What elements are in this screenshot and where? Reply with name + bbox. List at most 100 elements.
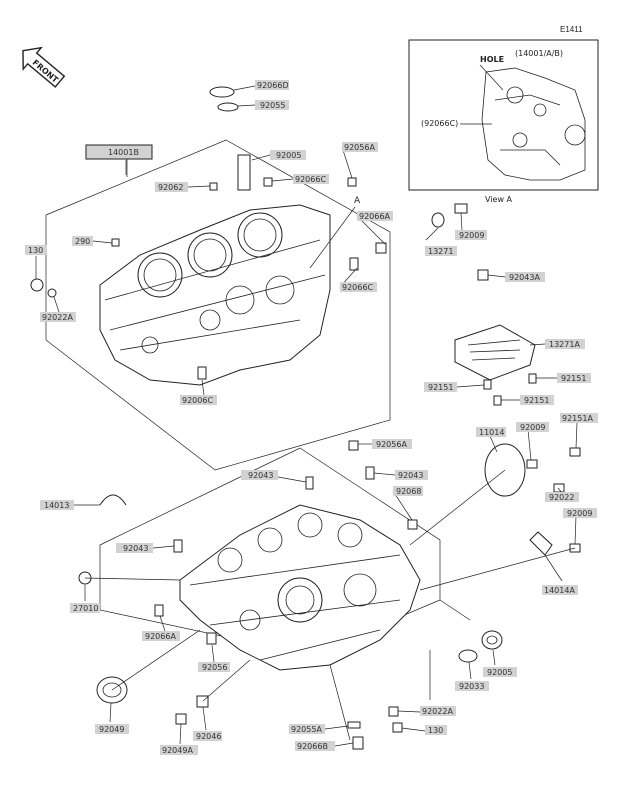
label-92022[interactable]: 92022 bbox=[545, 492, 579, 502]
label-92009-1[interactable]: 92009 bbox=[455, 230, 487, 240]
view-inner-label: (92066C) bbox=[421, 119, 458, 128]
label-92033[interactable]: 92033 bbox=[455, 681, 489, 691]
label-92009-3[interactable]: 92009 bbox=[563, 508, 597, 518]
label-92151-3[interactable]: 92151 bbox=[520, 395, 554, 405]
label-92043a[interactable]: 92043A bbox=[505, 272, 545, 282]
svg-text:92049A: 92049A bbox=[162, 746, 193, 755]
diagram-id: E1411 bbox=[560, 25, 583, 34]
label-130-2[interactable]: 130 bbox=[425, 725, 447, 735]
label-92022a-2[interactable]: 92022A bbox=[420, 706, 456, 716]
view-a-caption: View A bbox=[485, 195, 513, 204]
label-92066a-2[interactable]: 92066A bbox=[142, 631, 180, 641]
label-92022a-1[interactable]: 92022A bbox=[40, 312, 76, 322]
label-14013[interactable]: 14013 bbox=[40, 500, 74, 510]
svg-text:92022A: 92022A bbox=[422, 707, 453, 716]
label-92151a[interactable]: 92151A bbox=[560, 413, 598, 423]
oil-seal-2 bbox=[481, 630, 503, 650]
label-92049a[interactable]: 92049A bbox=[160, 745, 198, 755]
label-92066c-2[interactable]: 92066C bbox=[340, 282, 377, 292]
breather-cover bbox=[454, 324, 536, 381]
label-92056[interactable]: 92056 bbox=[198, 662, 230, 672]
svg-text:130: 130 bbox=[28, 246, 43, 255]
svg-text:92056A: 92056A bbox=[344, 143, 375, 152]
label-13271a[interactable]: 13271A bbox=[545, 339, 585, 349]
svg-text:13271A: 13271A bbox=[549, 340, 580, 349]
svg-text:92043A: 92043A bbox=[509, 273, 540, 282]
svg-text:92009: 92009 bbox=[520, 423, 545, 432]
svg-text:92055A: 92055A bbox=[291, 725, 322, 734]
label-13271[interactable]: 13271 bbox=[425, 246, 457, 256]
svg-text:92022A: 92022A bbox=[42, 313, 73, 322]
svg-text:92005: 92005 bbox=[276, 151, 301, 160]
view-hole-label: HOLE bbox=[480, 55, 504, 64]
label-14001b[interactable]: 14001B bbox=[85, 144, 153, 160]
label-92066d[interactable]: 92066D bbox=[255, 80, 289, 90]
label-92066a-1[interactable]: 92066A bbox=[357, 211, 393, 221]
label-92066b[interactable]: 92066B bbox=[295, 741, 335, 751]
svg-text:11014: 11014 bbox=[479, 428, 504, 437]
svg-text:92151: 92151 bbox=[524, 396, 549, 405]
svg-text:92033: 92033 bbox=[459, 682, 484, 691]
svg-text:92005: 92005 bbox=[487, 668, 512, 677]
svg-text:92066B: 92066B bbox=[297, 742, 328, 751]
svg-text:27010: 27010 bbox=[73, 604, 98, 613]
svg-text:92043: 92043 bbox=[123, 544, 148, 553]
view-a-crankcase-detail bbox=[481, 67, 586, 181]
svg-text:92066A: 92066A bbox=[145, 632, 176, 641]
label-27010[interactable]: 27010 bbox=[70, 603, 100, 613]
svg-text:13271: 13271 bbox=[428, 247, 453, 256]
label-92046[interactable]: 92046 bbox=[193, 731, 222, 741]
label-92043-1[interactable]: 92043 bbox=[241, 470, 278, 480]
label-92005-2[interactable]: 92005 bbox=[483, 667, 517, 677]
label-92056a[interactable]: 92056A bbox=[342, 142, 378, 152]
svg-text:14013: 14013 bbox=[44, 501, 69, 510]
label-130-1[interactable]: 130 bbox=[25, 245, 47, 255]
upper-crankcase bbox=[99, 154, 331, 386]
label-14014a[interactable]: 14014A bbox=[542, 585, 578, 595]
svg-text:92049: 92049 bbox=[99, 725, 124, 734]
label-92151-1[interactable]: 92151 bbox=[424, 382, 457, 392]
view-marker-a: A bbox=[354, 196, 361, 206]
label-92049[interactable]: 92049 bbox=[95, 724, 129, 734]
label-92068[interactable]: 92068 bbox=[393, 486, 423, 496]
label-92055a[interactable]: 92055A bbox=[289, 724, 325, 734]
svg-text:92066C: 92066C bbox=[342, 283, 373, 292]
svg-text:92056: 92056 bbox=[202, 663, 227, 672]
svg-text:92151: 92151 bbox=[428, 383, 453, 392]
svg-text:92046: 92046 bbox=[196, 732, 221, 741]
svg-text:92043: 92043 bbox=[248, 471, 273, 480]
part-labels: 14001B 92066D 92055 92005 92066C 92056A … bbox=[25, 80, 598, 755]
leader-lines bbox=[35, 85, 578, 747]
label-92151-2[interactable]: 92151 bbox=[557, 373, 591, 383]
label-92055[interactable]: 92055 bbox=[255, 100, 289, 110]
lower-crankcase bbox=[179, 504, 421, 671]
label-92005[interactable]: 92005 bbox=[270, 150, 306, 160]
svg-text:92151A: 92151A bbox=[562, 414, 593, 423]
o-ring bbox=[458, 649, 478, 663]
svg-text:92151: 92151 bbox=[561, 374, 586, 383]
label-92006c[interactable]: 92006C bbox=[180, 395, 217, 405]
label-92043-3[interactable]: 92043 bbox=[116, 543, 153, 553]
label-290[interactable]: 290 bbox=[72, 236, 93, 246]
label-92066c-1[interactable]: 92066C bbox=[293, 174, 329, 184]
label-11014[interactable]: 11014 bbox=[476, 427, 506, 437]
label-92062[interactable]: 92062 bbox=[155, 182, 188, 192]
label-92009-2[interactable]: 92009 bbox=[516, 422, 549, 432]
label-92043-2[interactable]: 92043 bbox=[395, 470, 428, 480]
svg-text:92006C: 92006C bbox=[182, 396, 213, 405]
svg-text:130: 130 bbox=[428, 726, 443, 735]
front-arrow-icon: FRONT bbox=[22, 46, 66, 88]
svg-text:92068: 92068 bbox=[396, 487, 421, 496]
view-ref-label: (14001/A/B) bbox=[515, 49, 563, 58]
view-a-inset: HOLE (14001/A/B) (92066C) bbox=[408, 39, 599, 191]
svg-text:92022: 92022 bbox=[549, 493, 574, 502]
svg-text:92009: 92009 bbox=[567, 509, 592, 518]
svg-text:92062: 92062 bbox=[158, 183, 183, 192]
svg-text:92055: 92055 bbox=[260, 101, 285, 110]
svg-text:92066C: 92066C bbox=[295, 175, 326, 184]
bearing-half bbox=[99, 494, 127, 506]
label-92056a-2[interactable]: 92056A bbox=[372, 439, 412, 449]
svg-text:290: 290 bbox=[75, 237, 90, 246]
svg-text:14001B: 14001B bbox=[108, 148, 139, 157]
